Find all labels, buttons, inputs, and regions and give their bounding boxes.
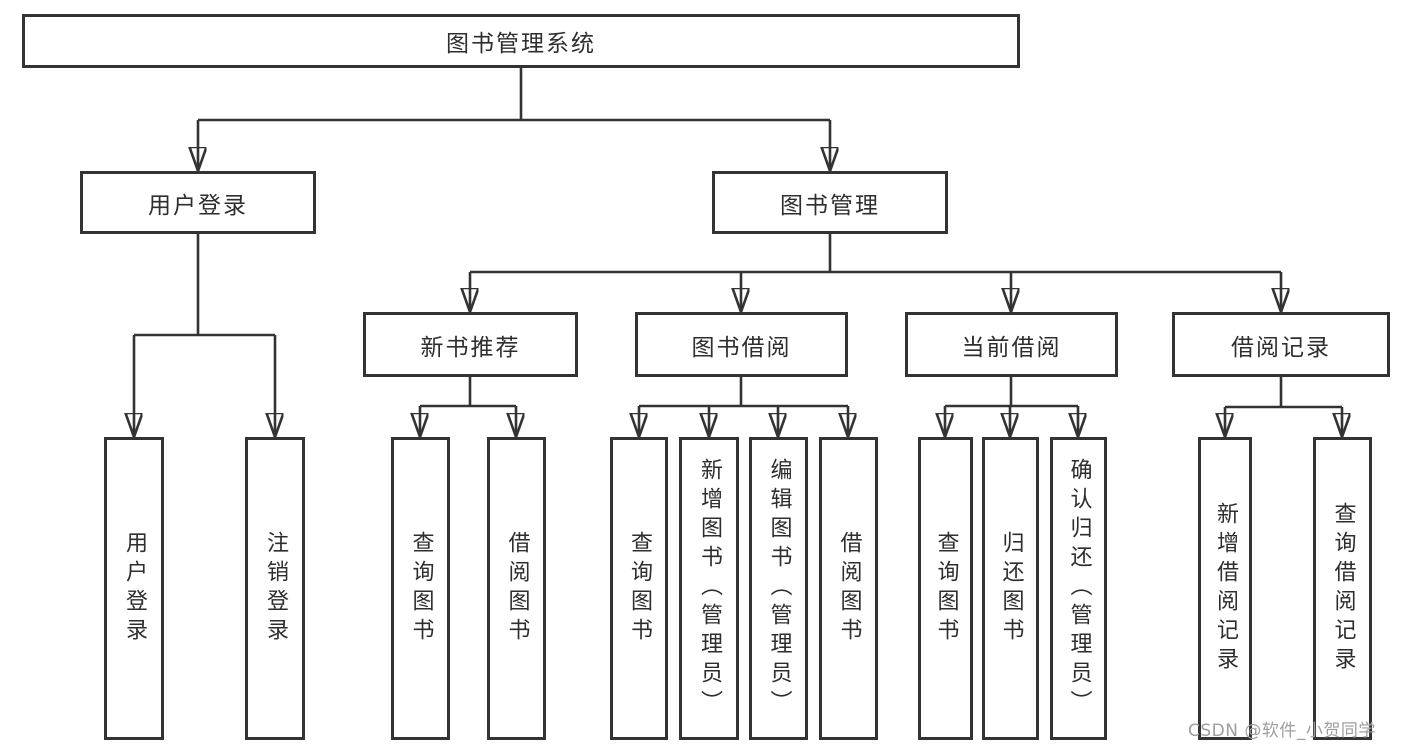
node-book-borrowing: 图书借阅 (635, 312, 848, 377)
node-current-borrowing: 当前借阅 (905, 312, 1118, 377)
node-user-login: 用户登录 (80, 171, 316, 234)
node-user-login-label: 用户登录 (148, 192, 248, 219)
leaf-records-query-record-label: 查询借阅记录 (1330, 501, 1356, 676)
node-borrowing-records: 借阅记录 (1172, 312, 1390, 377)
node-current-borrowing-label: 当前借阅 (961, 334, 1062, 361)
leaf-recommend-query-books: 查询图书 (391, 437, 450, 740)
leaf-recommend-borrow-books-label: 借阅图书 (504, 530, 530, 647)
leaf-records-add-record-label: 新增借阅记录 (1213, 501, 1238, 676)
leaf-borrowing-borrow-books-label: 借阅图书 (836, 530, 862, 647)
leaf-borrowing-edit-books-admin-label: 编辑图书（管理员） (766, 458, 792, 719)
node-book-borrowing-label: 图书借阅 (691, 334, 792, 361)
leaf-borrowing-query-books-label: 查询图书 (627, 530, 652, 647)
leaf-borrowing-add-books-admin: 新增图书（管理员） (679, 437, 739, 740)
leaf-borrowing-add-books-admin-label: 新增图书（管理员） (697, 458, 722, 719)
leaf-user-login-label: 用户登录 (122, 530, 147, 647)
node-library-system: 图书管理系统 (22, 14, 1020, 68)
node-book-management: 图书管理 (712, 171, 948, 234)
leaf-current-return-books: 归还图书 (982, 437, 1039, 740)
leaf-current-confirm-return-admin-label: 确认归还（管理员） (1066, 458, 1092, 719)
leaf-recommend-query-books-label: 查询图书 (408, 530, 434, 647)
leaf-recommend-borrow-books: 借阅图书 (487, 437, 546, 740)
csdn-watermark: CSDN @软件_小贺同学 (1188, 721, 1376, 741)
leaf-records-query-record: 查询借阅记录 (1313, 437, 1372, 740)
leaf-borrowing-edit-books-admin: 编辑图书（管理员） (749, 437, 808, 740)
node-borrowing-records-label: 借阅记录 (1231, 334, 1331, 361)
node-new-book-recommendation-label: 新书推荐 (420, 334, 521, 361)
leaf-current-confirm-return-admin: 确认归还（管理员） (1050, 437, 1107, 740)
leaf-logout-label: 注销登录 (263, 530, 288, 647)
node-new-book-recommendation: 新书推荐 (363, 312, 578, 377)
leaf-current-return-books-label: 归还图书 (998, 530, 1024, 647)
node-library-system-label: 图书管理系统 (446, 31, 596, 57)
leaf-logout: 注销登录 (245, 437, 305, 740)
leaf-records-add-record: 新增借阅记录 (1198, 437, 1252, 740)
node-book-management-label: 图书管理 (780, 192, 880, 219)
leaf-current-query-books-label: 查询图书 (933, 530, 959, 647)
leaf-borrowing-query-books: 查询图书 (610, 437, 668, 740)
leaf-user-login: 用户登录 (104, 437, 164, 740)
leaf-current-query-books: 查询图书 (918, 437, 973, 740)
leaf-borrowing-borrow-books: 借阅图书 (819, 437, 878, 740)
